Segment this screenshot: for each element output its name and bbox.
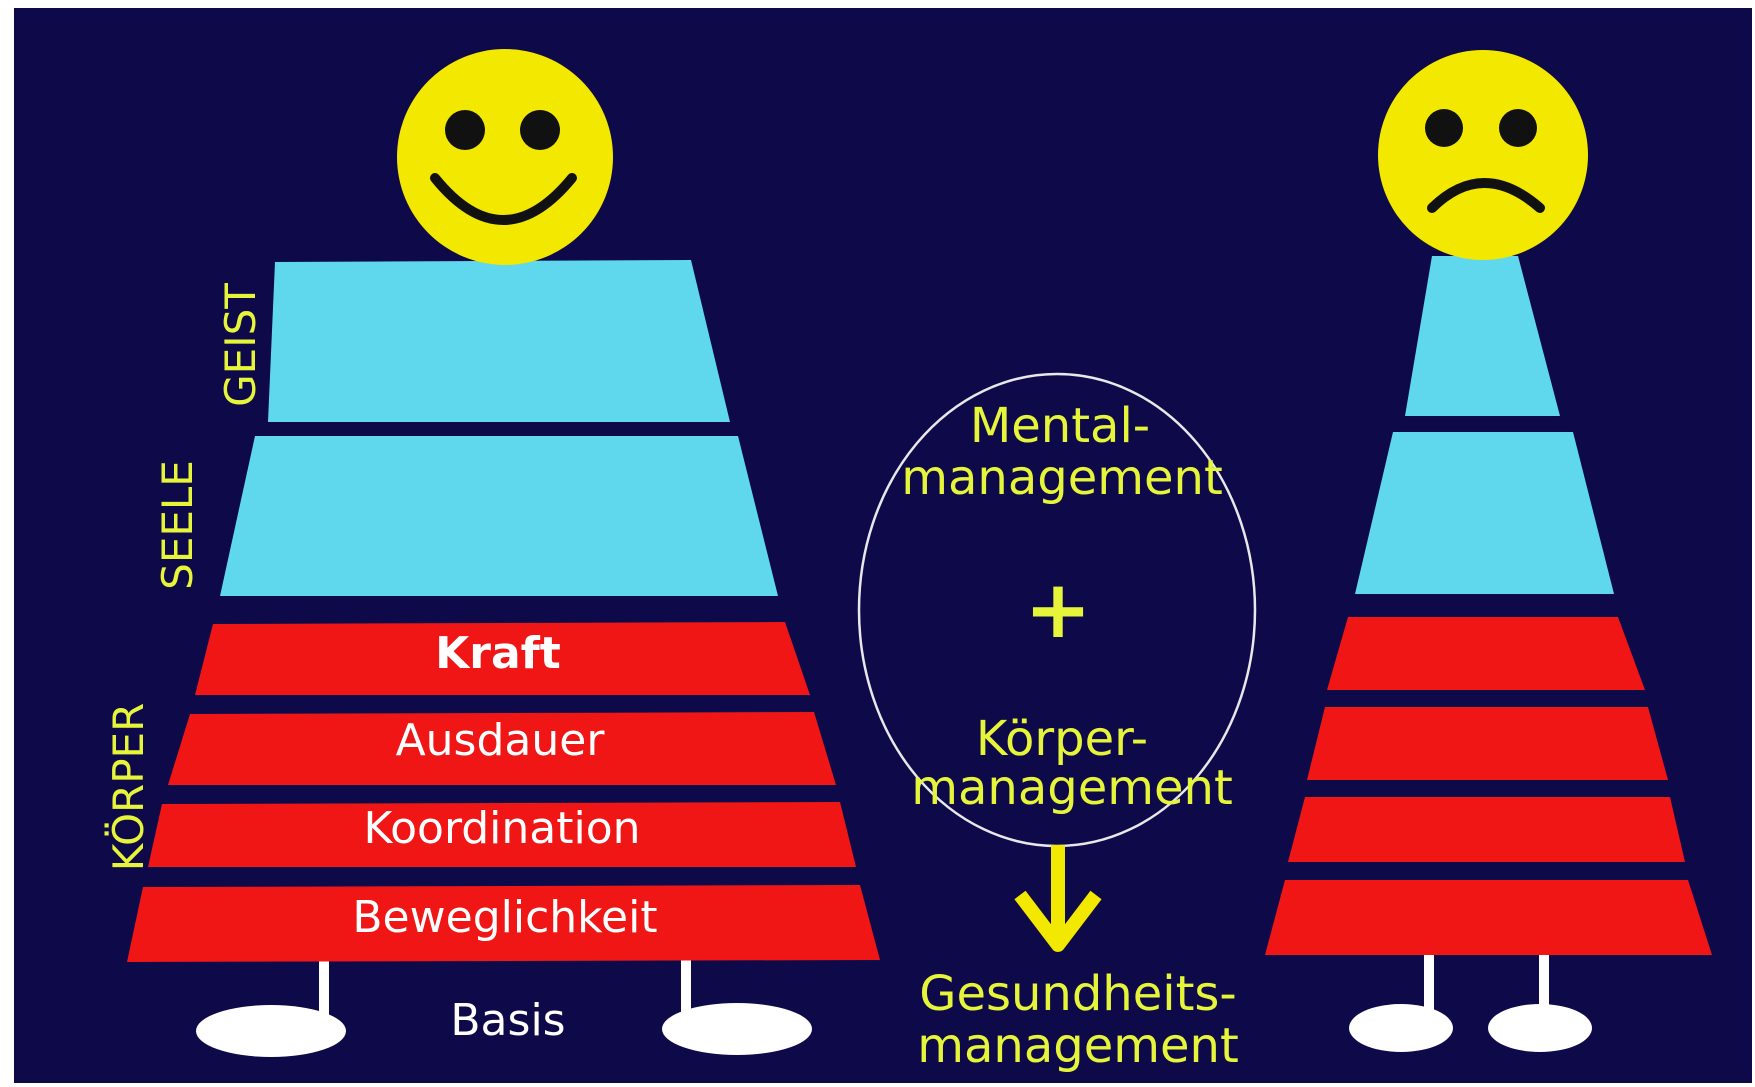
koerper-side-label: KÖRPER: [103, 703, 153, 872]
right-figure-left-foot: [1349, 1004, 1453, 1052]
plus-sign: +: [1024, 563, 1091, 656]
basis-label: Basis: [450, 995, 565, 1046]
koordination-label: Koordination: [363, 803, 640, 854]
center-formula: Mental- management + Körper- management …: [857, 372, 1257, 1074]
kraft-segment: [195, 622, 810, 695]
mental-line2: management: [901, 450, 1223, 506]
ausdauer-label: Ausdauer: [396, 715, 606, 766]
left-figure: Kraft Ausdauer Koordination Beweglichkei…: [103, 49, 880, 1057]
gesundheits-line2: management: [917, 1018, 1239, 1074]
frowning-face-icon: [1378, 50, 1588, 260]
right-figure-right-leg: [1539, 955, 1549, 1015]
left-figure-right-foot: [662, 1003, 812, 1055]
smiling-face-icon: [397, 49, 613, 265]
left-figure-left-foot: [196, 1005, 346, 1057]
frowning-face-mouth: [1427, 178, 1545, 213]
right-upper-segment: [1405, 256, 1560, 416]
right-red-segment-2: [1307, 707, 1668, 780]
left-figure-left-leg: [319, 960, 329, 1020]
right-figure-right-foot: [1488, 1004, 1592, 1052]
beweglichkeit-segment: [127, 885, 880, 962]
right-figure-left-leg: [1424, 955, 1434, 1015]
down-arrow-head: [1014, 890, 1102, 952]
mental-line1: Mental-: [970, 398, 1150, 454]
beweglichkeit-label: Beweglichkeit: [352, 892, 657, 943]
right-middle-segment: [1355, 432, 1614, 594]
geist-segment: [268, 260, 730, 422]
geist-side-label: GEIST: [216, 283, 265, 407]
smiling-face-circle: [397, 49, 613, 265]
koerper-management-line1: Körper-: [976, 711, 1148, 767]
seele-segment: [220, 436, 778, 596]
down-arrow-icon: [1014, 845, 1102, 952]
smiling-face-mouth: [430, 173, 577, 225]
koerper-management-line2: management: [911, 760, 1233, 816]
smiling-face-right-eye: [520, 110, 560, 150]
frowning-face-right-eye: [1499, 109, 1537, 147]
right-figure: [1265, 50, 1712, 1052]
ausdauer-segment: [168, 712, 836, 785]
right-red-segment-4: [1265, 880, 1712, 955]
right-red-segment-3: [1288, 797, 1685, 862]
seele-side-label: SEELE: [153, 460, 202, 590]
right-red-segment-1: [1327, 617, 1645, 690]
gesundheits-line1: Gesundheits-: [919, 966, 1236, 1022]
left-figure-right-leg: [681, 960, 691, 1018]
kraft-label: Kraft: [435, 628, 561, 679]
frowning-face-left-eye: [1425, 109, 1463, 147]
koordination-segment: [148, 802, 856, 867]
frowning-face-circle: [1378, 50, 1588, 260]
smiling-face-left-eye: [445, 110, 485, 150]
